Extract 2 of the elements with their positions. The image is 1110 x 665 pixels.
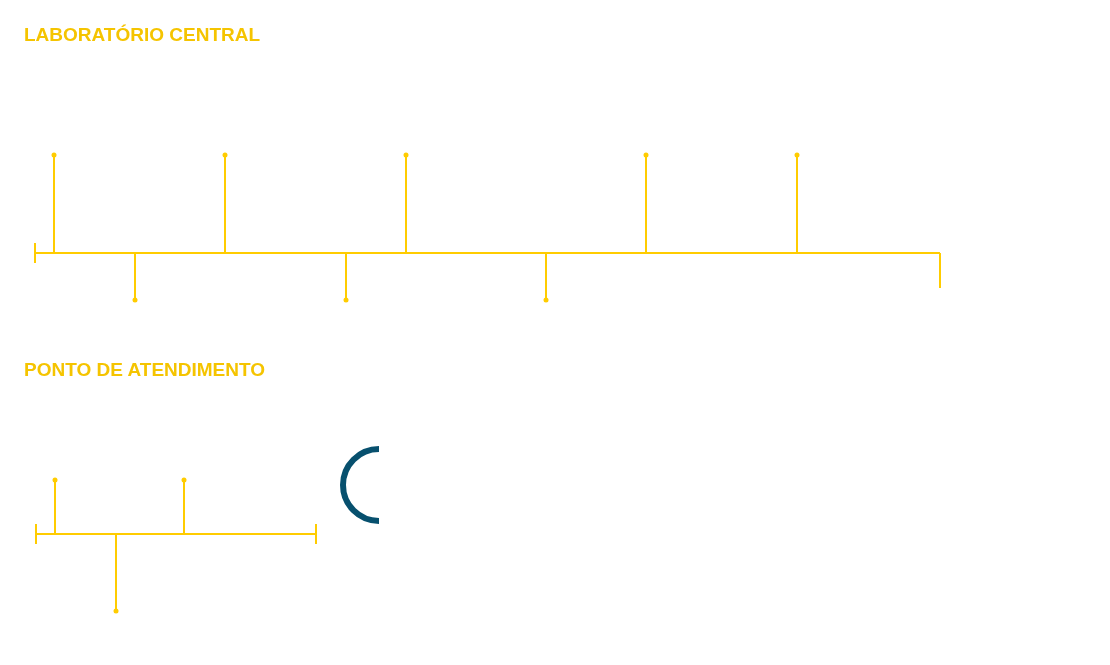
- section-heading: PONTO DE ATENDIMENTO: [24, 359, 266, 381]
- section-heading: LABORATÓRIO CENTRAL: [24, 24, 261, 46]
